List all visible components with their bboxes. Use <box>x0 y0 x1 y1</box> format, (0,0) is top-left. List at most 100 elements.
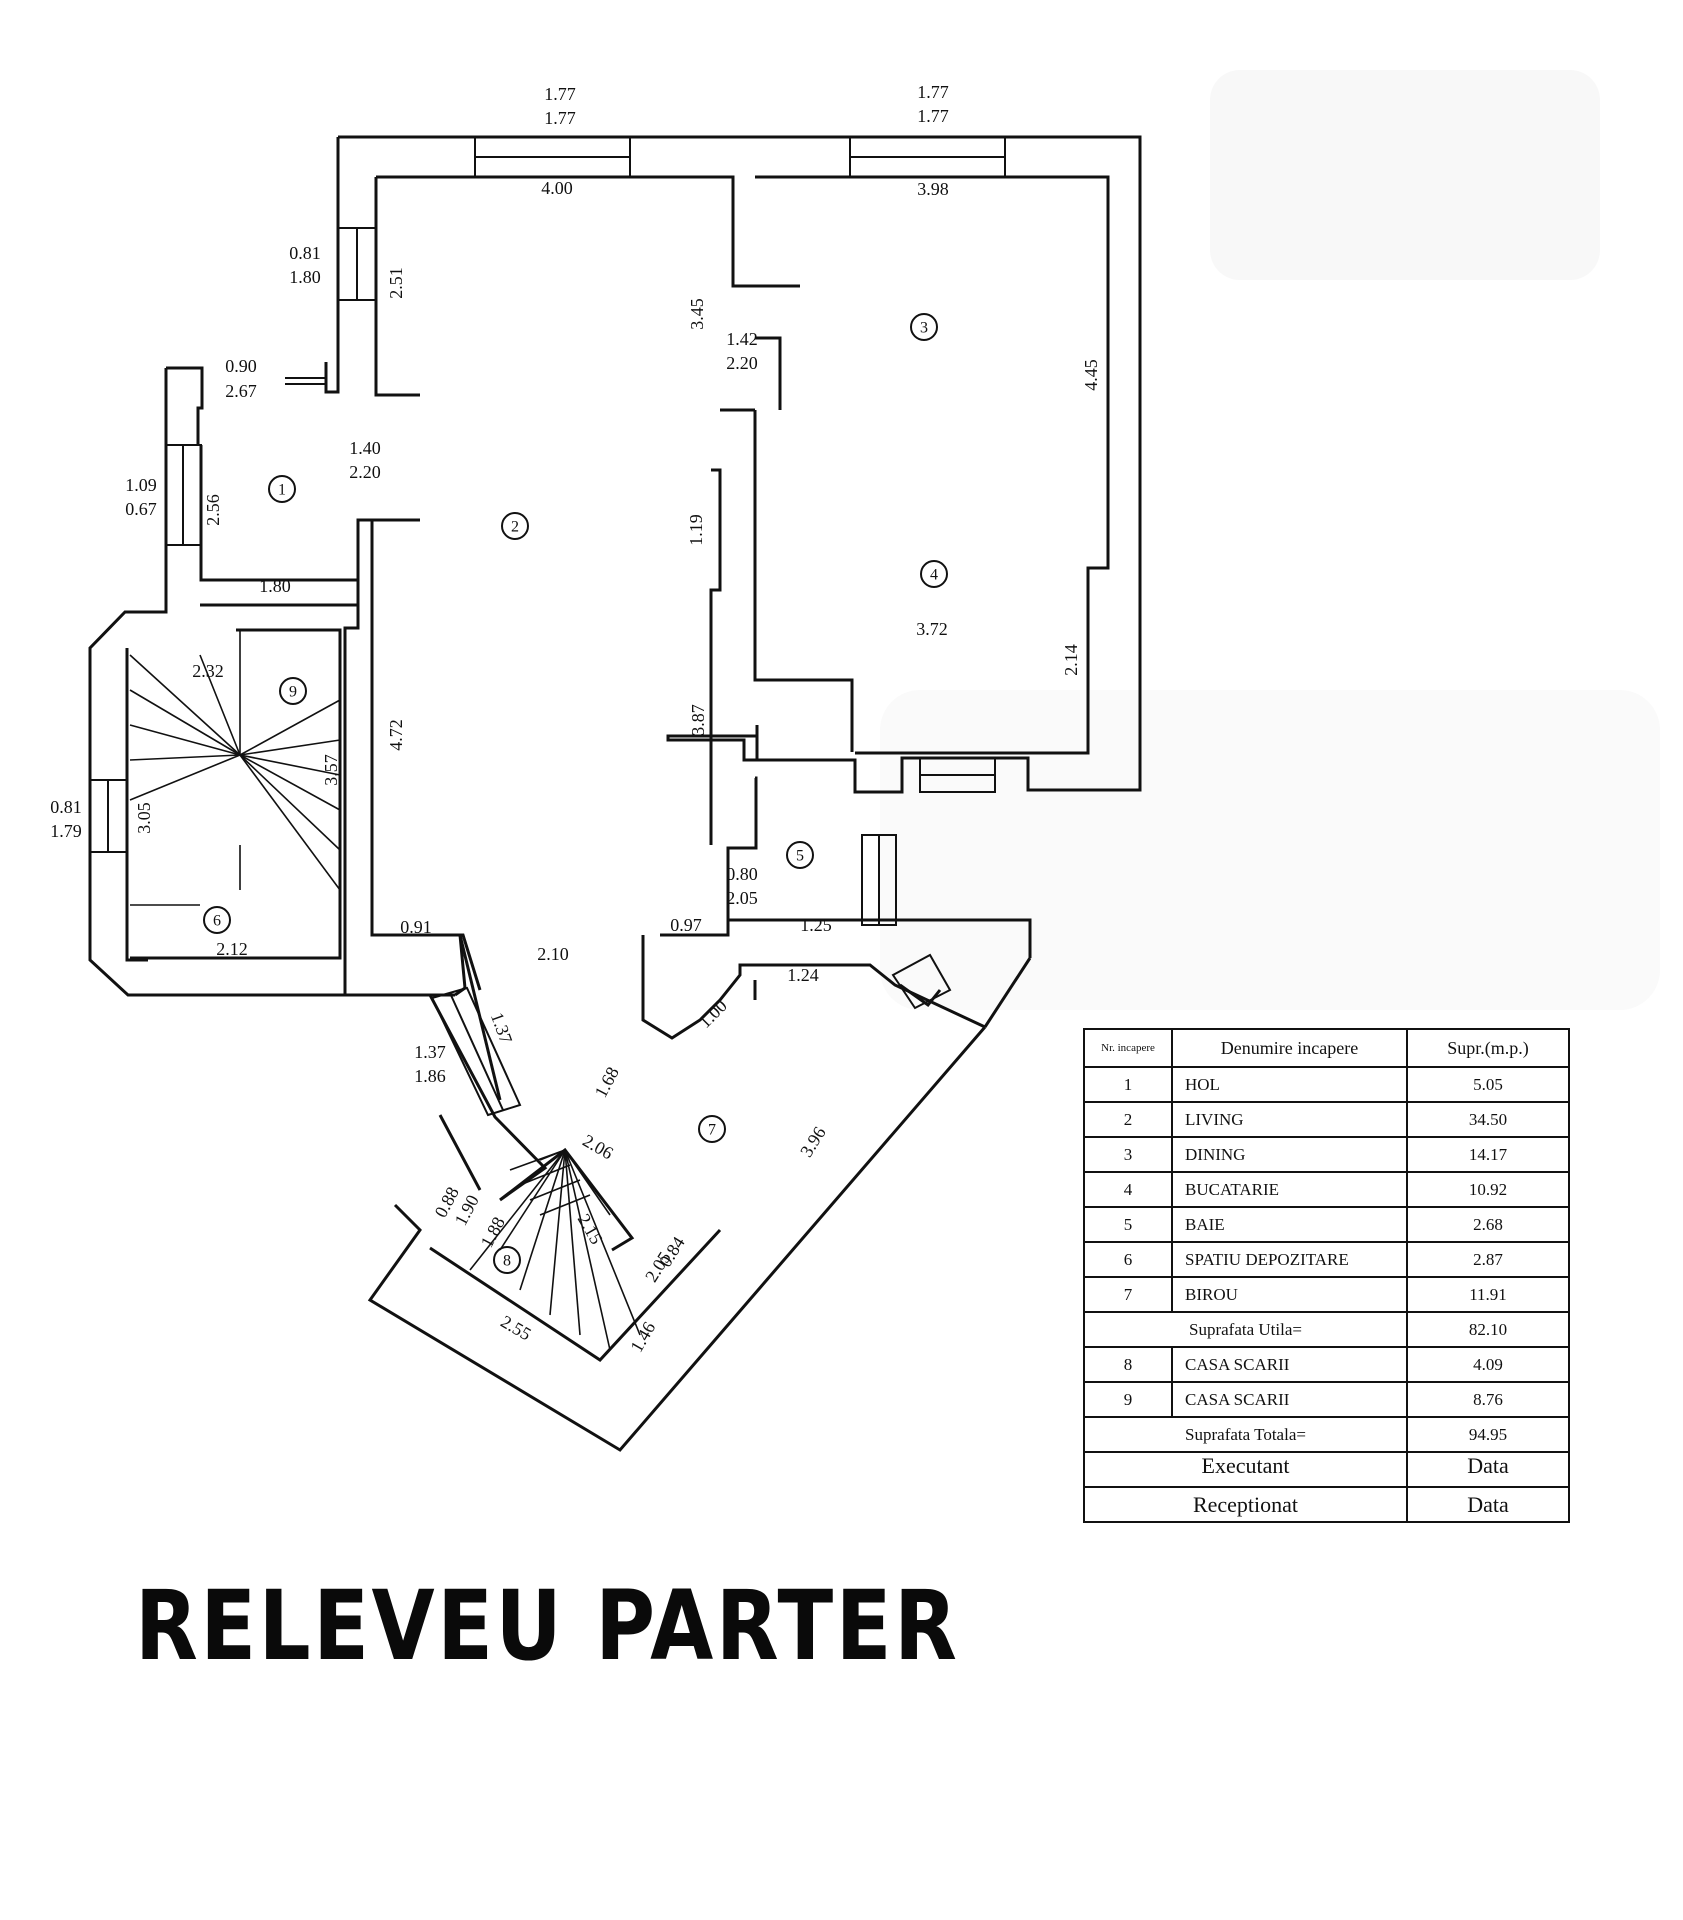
cell-area: 14.17 <box>1406 1136 1570 1173</box>
cell-area: 8.76 <box>1406 1381 1570 1418</box>
cell-name: CASA SCARII <box>1171 1381 1408 1418</box>
table-header: Nr. incapere Denumire incapere Supr.(m.p… <box>1083 1028 1570 1068</box>
cell-area: 2.68 <box>1406 1206 1570 1243</box>
dim-label: 1.77 <box>917 82 949 102</box>
room-number-6: 6 <box>213 913 221 930</box>
cell-name: BIROU <box>1171 1276 1408 1313</box>
room-marker-3 <box>910 313 938 341</box>
cell-area: 10.92 <box>1406 1171 1570 1208</box>
dim-label: 1.79 <box>50 821 82 841</box>
table-row: 4 BUCATARIE 10.92 <box>1083 1171 1570 1208</box>
suprafata-totala-label: Suprafata Totala= <box>1083 1416 1408 1453</box>
staircase-8 <box>469 1149 641 1351</box>
watermark-smudge-middle <box>880 690 1660 1010</box>
cell-nr: 4 <box>1083 1171 1173 1208</box>
dim-label: 2.51 <box>386 267 406 299</box>
cell-area: 5.05 <box>1406 1066 1570 1103</box>
page-title: RELEVEU PARTER <box>135 1570 960 1682</box>
table-row: 7 BIROU 11.91 <box>1083 1276 1570 1313</box>
dim-label: 2.05 <box>726 888 758 908</box>
table-row-total: Suprafata Totala= 94.95 <box>1083 1416 1570 1453</box>
dim-label: 2.67 <box>225 381 257 401</box>
cell-name: HOL <box>1171 1066 1408 1103</box>
dim-label: 1.77 <box>917 106 949 126</box>
cell-nr: 6 <box>1083 1241 1173 1278</box>
dim-label: 0.80 <box>726 864 758 884</box>
cell-nr: 9 <box>1083 1381 1173 1418</box>
dim-label: 0.97 <box>670 915 702 935</box>
cell-name: BUCATARIE <box>1171 1171 1408 1208</box>
dim-label: 1.19 <box>686 514 706 546</box>
room-number-4: 4 <box>930 567 938 584</box>
dim-label: 2.32 <box>192 661 224 681</box>
dim-label: 1.42 <box>726 329 758 349</box>
dim-label: 0.81 <box>50 797 82 817</box>
cell-nr: 2 <box>1083 1101 1173 1138</box>
watermark-smudge-top <box>1210 70 1600 280</box>
table-row: 3 DINING 14.17 <box>1083 1136 1570 1173</box>
dim-label: 2.56 <box>203 494 223 526</box>
cell-nr: 7 <box>1083 1276 1173 1313</box>
room-marker-2 <box>501 512 529 540</box>
table-row-subtotal: Suprafata Utila= 82.10 <box>1083 1311 1570 1348</box>
room-number-3: 3 <box>920 320 928 337</box>
col-header-area: Supr.(m.p.) <box>1406 1028 1570 1068</box>
room-marker-6 <box>203 906 231 934</box>
signature-row-receptionat: Receptionat Data <box>1083 1486 1570 1523</box>
room-marker-4 <box>920 560 948 588</box>
area-table: Nr. incapere Denumire incapere Supr.(m.p… <box>1083 1028 1570 1523</box>
dim-label: 3.57 <box>321 754 341 786</box>
dim-label: 1.37 <box>414 1042 446 1062</box>
room-marker-9 <box>279 677 307 705</box>
col-header-nr: Nr. incapere <box>1083 1028 1173 1068</box>
dim-label: 1.80 <box>259 576 291 596</box>
dim-label: 1.86 <box>414 1066 446 1086</box>
dim-label: 1.24 <box>787 965 819 985</box>
dim-label: 2.20 <box>726 353 758 373</box>
room-number-5: 5 <box>796 848 804 865</box>
room-marker-1 <box>268 475 296 503</box>
dim-label: 1.00 <box>695 996 731 1032</box>
dim-label: 2.06 <box>579 1130 616 1163</box>
table-row: 5 BAIE 2.68 <box>1083 1206 1570 1243</box>
cell-name: SPATIU DEPOZITARE <box>1171 1241 1408 1278</box>
dim-label: 2.10 <box>537 944 569 964</box>
cell-area: 34.50 <box>1406 1101 1570 1138</box>
dim-label: 4.72 <box>386 719 406 751</box>
executant-date-label: Data <box>1406 1451 1570 1488</box>
room-number-2: 2 <box>511 519 519 536</box>
dim-label: 1.09 <box>125 475 157 495</box>
dim-label: 4.45 <box>1081 359 1101 391</box>
dim-label: 3.45 <box>687 298 707 330</box>
executant-label: Executant <box>1083 1451 1408 1488</box>
room-number-1: 1 <box>278 482 286 499</box>
cell-area: 2.87 <box>1406 1241 1570 1278</box>
cell-nr: 3 <box>1083 1136 1173 1173</box>
suprafata-utila-label: Suprafata Utila= <box>1083 1311 1408 1348</box>
signature-row-executant: Executant Data <box>1083 1451 1570 1488</box>
dim-label: 0.91 <box>400 917 432 937</box>
dim-label: 1.80 <box>289 267 321 287</box>
windows <box>89 136 1006 1117</box>
dim-label: 2.14 <box>1061 644 1081 676</box>
dim-label: 3.96 <box>796 1123 830 1160</box>
table-row: 9 CASA SCARII 8.76 <box>1083 1381 1570 1418</box>
dim-label: 1.77 <box>544 108 576 128</box>
dim-label: 1.25 <box>800 915 832 935</box>
cell-name: BAIE <box>1171 1206 1408 1243</box>
dim-label: 1.68 <box>590 1064 622 1101</box>
dim-label: 3.87 <box>688 704 708 736</box>
room-marker-5 <box>786 841 814 869</box>
table-row: 2 LIVING 34.50 <box>1083 1101 1570 1138</box>
room-number-9: 9 <box>289 684 297 701</box>
dim-label: 0.81 <box>289 243 321 263</box>
table-row: 1 HOL 5.05 <box>1083 1066 1570 1103</box>
table-row: 8 CASA SCARII 4.09 <box>1083 1346 1570 1383</box>
cell-nr: 8 <box>1083 1346 1173 1383</box>
dim-label: 1.40 <box>349 438 381 458</box>
room-marker-7 <box>698 1115 726 1143</box>
room-number-7: 7 <box>708 1122 716 1139</box>
suprafata-utila-value: 82.10 <box>1406 1311 1570 1348</box>
cell-area: 4.09 <box>1406 1346 1570 1383</box>
dim-label: 3.05 <box>134 802 154 834</box>
